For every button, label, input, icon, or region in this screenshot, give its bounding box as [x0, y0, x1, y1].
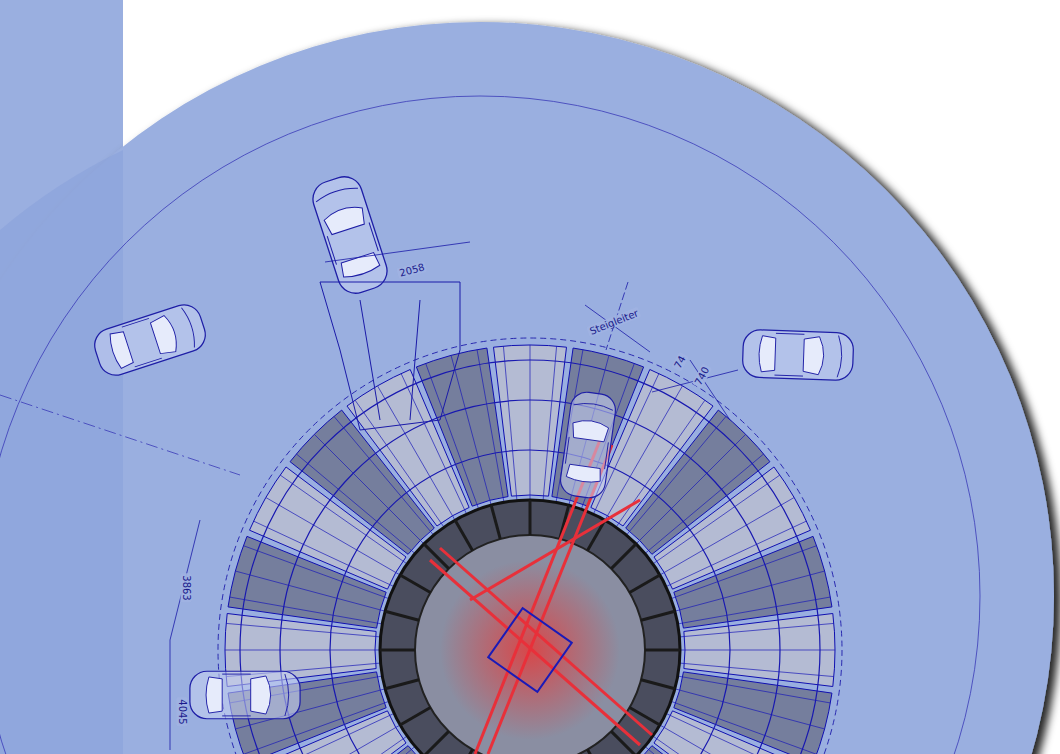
parking-bays [225, 345, 835, 754]
turntable [380, 500, 680, 754]
center-hub [488, 608, 572, 692]
rotary-mechanism [218, 338, 842, 754]
car-outline [308, 172, 391, 298]
car-outline [742, 329, 854, 380]
turntable-inner [415, 535, 645, 754]
car-outline [190, 671, 300, 719]
dimension-label: 740 [692, 363, 713, 389]
bay-sector [674, 536, 832, 628]
car-outlines [90, 172, 854, 719]
dimension-lines [170, 242, 738, 750]
dimension-label: 74 [671, 352, 689, 372]
part-label: Steigleiter [586, 307, 642, 338]
background-disc [0, 22, 1054, 754]
turntable-spokes [380, 500, 680, 754]
bay-sector [416, 348, 508, 506]
axis-line [0, 395, 240, 475]
dimension-label: 4045 [177, 697, 188, 726]
radial-lines [225, 345, 835, 754]
dimension-label: 2058 [396, 261, 427, 279]
outer-circle [0, 96, 980, 754]
band-overlap [0, 0, 123, 754]
dashed-ring [218, 338, 842, 754]
car-outline [90, 300, 209, 379]
dimension-label: 3863 [181, 573, 192, 602]
bay-sector [654, 711, 811, 754]
side-band [0, 0, 123, 754]
red-frame [430, 440, 652, 754]
car-outline [558, 390, 617, 500]
